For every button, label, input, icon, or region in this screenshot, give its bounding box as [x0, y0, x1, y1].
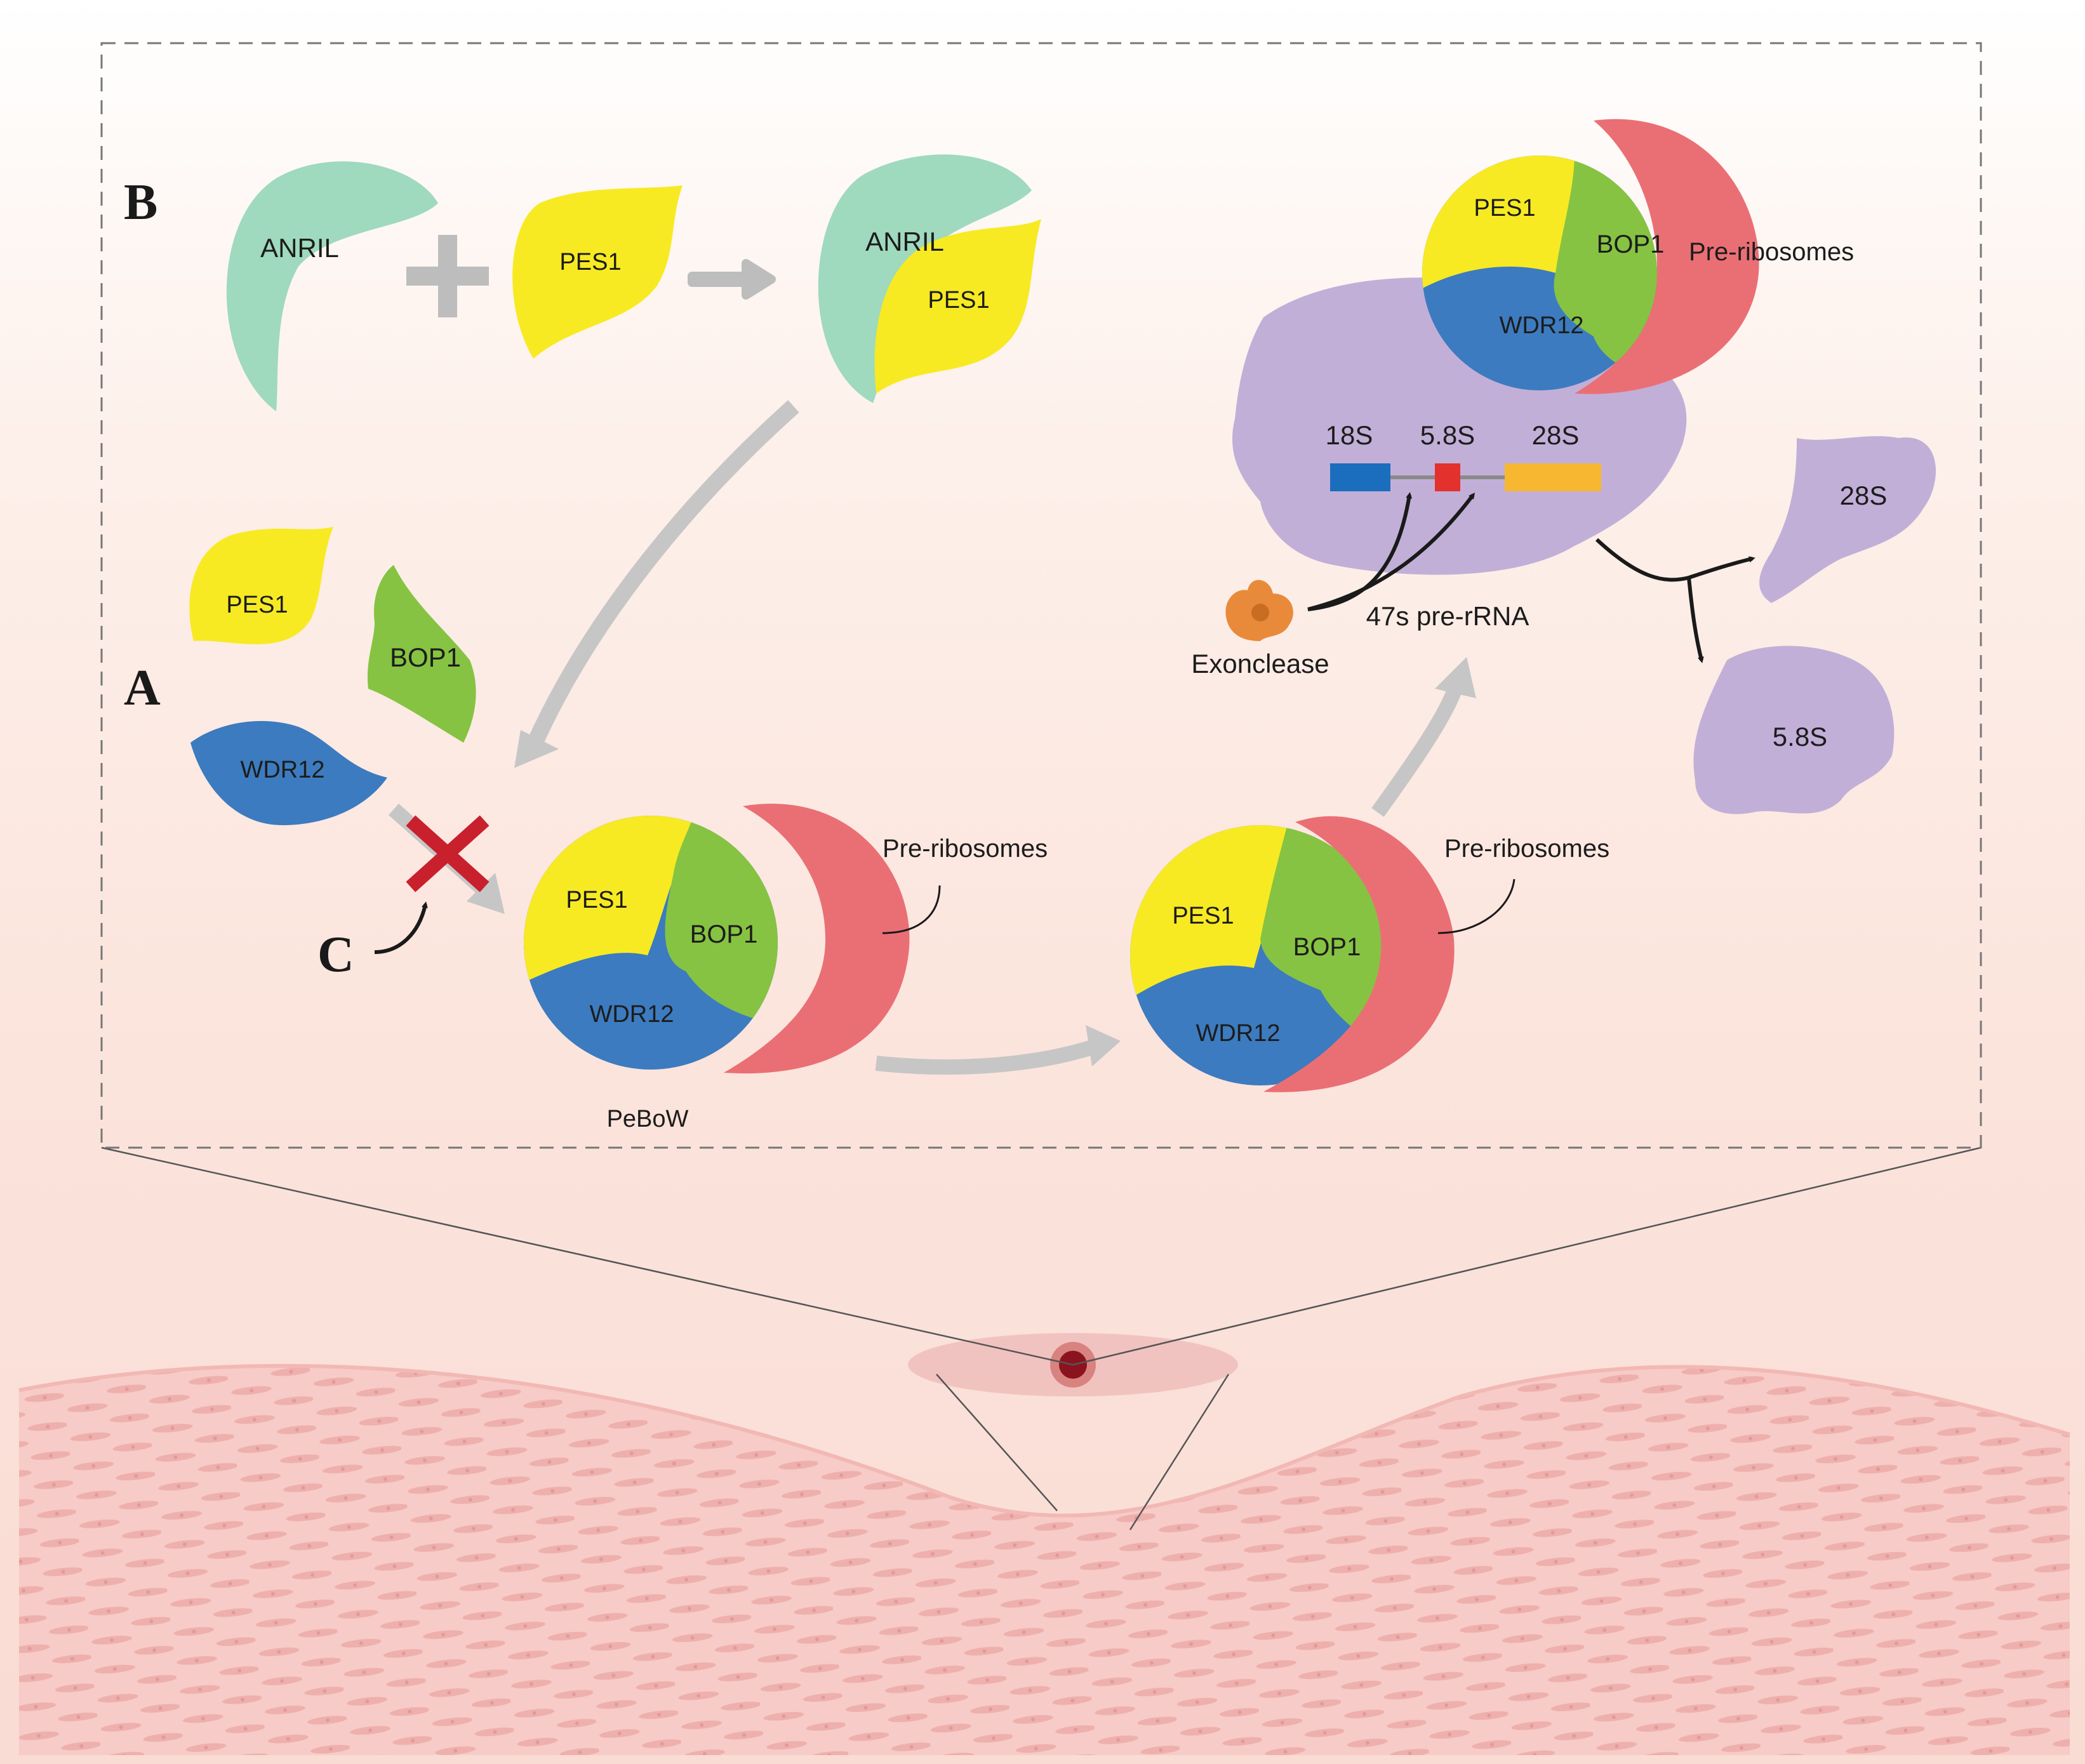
pes1-complex-shape — [874, 219, 1041, 394]
bop1-label-3: BOP1 — [1597, 230, 1665, 258]
anril-label: ANRIL — [260, 233, 339, 263]
wdr12-shape-a — [190, 720, 387, 825]
pre-ribosomes-label-2: Pre-ribosomes — [1444, 835, 1609, 863]
panel-label-a: A — [124, 660, 161, 716]
exonuclease-arrow-2 — [1307, 493, 1475, 611]
product-58s-label: 5.8S — [1773, 722, 1827, 752]
split-arrow-58s — [1687, 577, 1704, 663]
arrow-b-right — [688, 259, 776, 300]
rrna-58s-segment — [1435, 463, 1460, 491]
wdr12-label-a: WDR12 — [240, 757, 324, 783]
inset-frame — [100, 42, 1982, 1149]
pre-rrna-label: 47s pre-rRNA — [1366, 601, 1529, 631]
arrow-complex-to-pebow — [529, 400, 799, 743]
pes1-label-1: PES1 — [566, 887, 627, 913]
plus-icon — [406, 235, 489, 317]
rrna-58s-label: 5.8S — [1420, 420, 1475, 450]
pes1-label-b: PES1 — [559, 249, 621, 275]
rrna-18s-label: 18S — [1326, 420, 1373, 450]
exonuclease-arrow-1 — [1307, 492, 1413, 611]
rrna-18s-segment — [1330, 463, 1390, 491]
pes1-shape-b — [512, 185, 683, 359]
rrna-28s-label: 28S — [1532, 420, 1580, 450]
pes1-label-a: PES1 — [226, 592, 288, 618]
pes1-shape-a — [189, 527, 333, 644]
product-28s-label: 28S — [1840, 481, 1888, 510]
bop1-label-1: BOP1 — [690, 920, 758, 948]
pebow-bound-complex: PES1 BOP1 WDR12 — [1130, 816, 1455, 1092]
product-58s-shape — [1693, 646, 1895, 814]
pebow-ribosome-complex: PES1 BOP1 WDR12 — [1422, 119, 1759, 394]
pre-ribosomes-label-1: Pre-ribosomes — [883, 835, 1048, 863]
bop1-label-a: BOP1 — [390, 642, 461, 672]
pre-ribosome-crescent-1 — [724, 804, 910, 1074]
bop1-shape-a — [367, 565, 476, 743]
wdr12-label-3: WDR12 — [1499, 312, 1583, 339]
pes1-label-2: PES1 — [1172, 903, 1234, 929]
pre-rrna-strand — [1330, 463, 1601, 491]
pes1-label-3: PES1 — [1474, 195, 1535, 222]
anril-shape — [226, 161, 438, 411]
x-mark-icon — [406, 815, 490, 892]
exonuclease-blob-icon — [1225, 580, 1293, 641]
exonuclease-label: Exonclease — [1191, 649, 1329, 679]
pre-ribosome-crescent-2 — [1263, 816, 1455, 1092]
anril-complex-shape — [818, 154, 1032, 404]
pebow-complex: PES1 BOP1 WDR12 — [524, 804, 910, 1074]
wdr12-label-2: WDR12 — [1196, 1020, 1280, 1047]
pre-ribosomes-label-3: Pre-ribosomes — [1689, 238, 1854, 266]
panel-label-b: B — [124, 175, 157, 230]
c-pointer-arrow — [374, 901, 428, 954]
split-arrow-28s — [1595, 538, 1755, 582]
rrna-28s-segment — [1505, 463, 1601, 491]
anril-complex-label: ANRIL — [865, 227, 944, 256]
product-28s-shape — [1759, 436, 1936, 603]
bop1-label-2: BOP1 — [1293, 933, 1361, 961]
arrow-to-processing — [1371, 689, 1462, 817]
panel-label-c: C — [317, 927, 354, 983]
wdr12-label-1: WDR12 — [589, 1001, 674, 1028]
pre-ribosome-crescent-3 — [1575, 119, 1759, 394]
pes1-complex-label: PES1 — [928, 287, 989, 314]
tissue-layer — [19, 1365, 2070, 1755]
pebow-label: PeBoW — [607, 1106, 689, 1132]
arrow-pebow-to-complex2 — [875, 1040, 1095, 1075]
